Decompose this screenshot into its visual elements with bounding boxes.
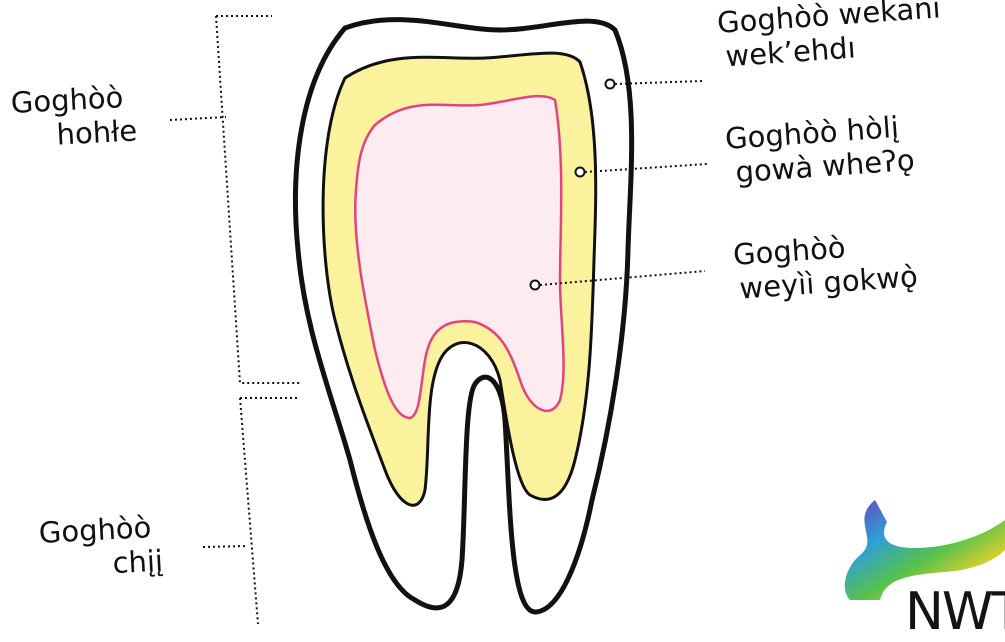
pulp-marker bbox=[531, 281, 540, 290]
root-label: Goghòò chįį bbox=[38, 510, 164, 584]
crown-label: Goghòò hohłe bbox=[10, 79, 138, 153]
crown-label-line-2: hohłe bbox=[12, 113, 138, 153]
logo-wordmark: NWTV bbox=[905, 586, 1005, 638]
crown-leader bbox=[170, 117, 226, 120]
root-leader bbox=[203, 546, 248, 547]
enamel-marker bbox=[606, 80, 615, 89]
root-bracket bbox=[240, 398, 300, 624]
dentin-marker bbox=[576, 168, 585, 177]
pulp-label: Goghòò weyìì gokwǫ̀ bbox=[732, 225, 919, 306]
root-label-line-2: chįį bbox=[40, 544, 164, 584]
crown-bracket bbox=[216, 16, 300, 383]
dentin-label: Goghòò hòlį gowà wheʔǫ bbox=[724, 109, 916, 190]
